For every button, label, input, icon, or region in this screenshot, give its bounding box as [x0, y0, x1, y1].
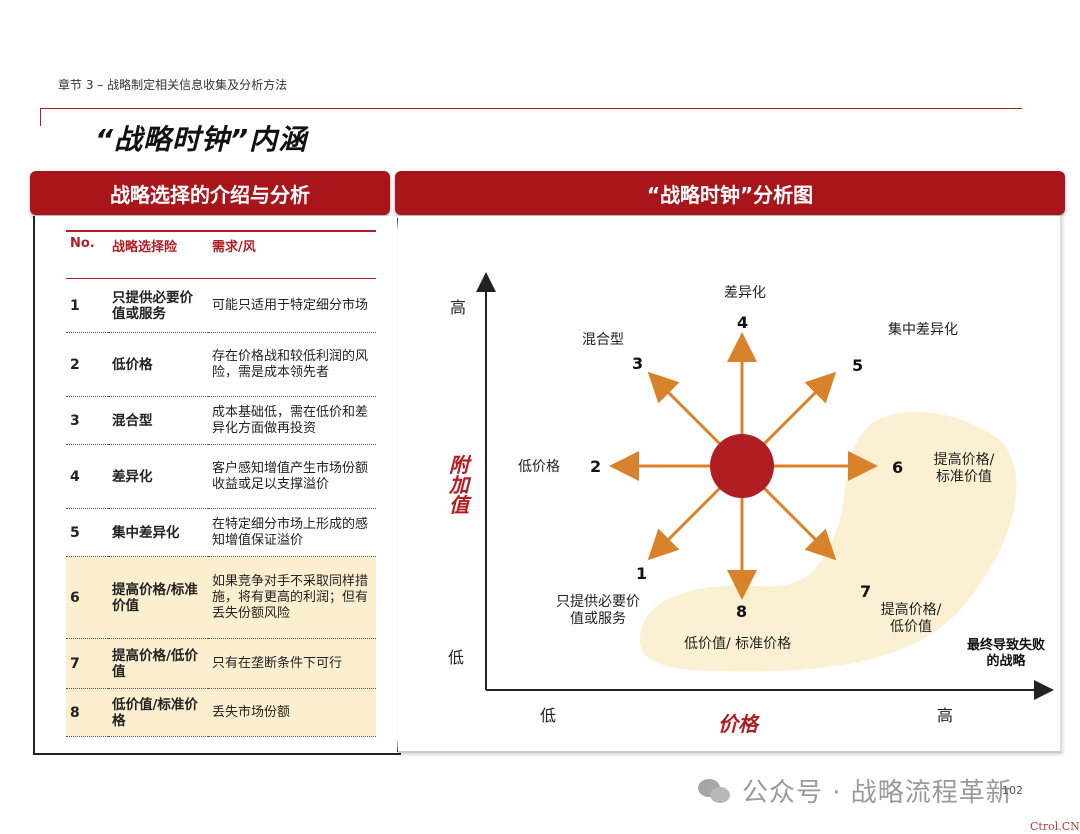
row-no: 6	[66, 556, 108, 639]
clock-hub	[710, 434, 774, 498]
row-strategy: 集中差异化	[108, 508, 208, 557]
chapter-title: 章节 3 – 战略制定相关信息收集及分析方法	[58, 78, 288, 92]
point-label-1: 只提供必要价值或服务	[556, 594, 640, 627]
slide-title: “战略时钟”内涵	[95, 123, 308, 156]
point-number-2: 2	[590, 457, 602, 476]
strategy-table: No. 战略选择险 需求/风 1 只提供必要价值或服务 可能只适用于特定细分市场…	[66, 230, 376, 737]
corner-mark: Ctrol.CN	[1030, 820, 1080, 833]
right-panel-header: “战略时钟”分析图	[395, 171, 1065, 215]
col-header-strategy: 战略选择险	[108, 230, 208, 279]
wechat-icon	[698, 777, 734, 805]
col-header-demand: 需求/风	[208, 230, 376, 279]
x-high-label: 高	[937, 706, 954, 725]
x-axis-title: 价格	[718, 712, 758, 736]
row-strategy: 提高价格/低价值	[108, 638, 208, 689]
header-rule	[40, 108, 1022, 109]
col-header-no: No.	[66, 230, 108, 279]
row-strategy: 低价格	[108, 332, 208, 397]
row-no: 2	[66, 332, 108, 397]
row-no: 1	[66, 278, 108, 333]
table-row: 6 提高价格/标准价值 如果竞争对手不采取同样措施，将有更高的利润；但有丢失份额…	[66, 556, 376, 639]
row-strategy: 提高价格/标准价值	[108, 556, 208, 639]
page-number: 102	[1002, 784, 1023, 797]
row-desc: 在特定细分市场上形成的感知增值保证溢价	[208, 508, 376, 557]
point-number-4: 4	[737, 313, 749, 332]
row-no: 3	[66, 396, 108, 445]
watermark-text: 公众号 · 战略流程革新	[742, 778, 1013, 808]
table-row: 2 低价格 存在价格战和较低利润的风险，需是成本领先者	[66, 332, 376, 397]
row-desc: 如果竞争对手不采取同样措施，将有更高的利润；但有丢失份额风险	[208, 556, 376, 639]
table-row: 1 只提供必要价值或服务 可能只适用于特定细分市场	[66, 278, 376, 333]
point-number-8: 8	[736, 602, 748, 621]
row-strategy: 低价值/标准价格	[108, 688, 208, 737]
point-label-4: 差异化	[724, 285, 766, 301]
row-desc: 成本基础低，需在低价和差异化方面做再投资	[208, 396, 376, 445]
y-low-label: 低	[448, 648, 465, 667]
table-header-row: No. 战略选择险 需求/风	[66, 230, 376, 279]
row-desc: 丢失市场份额	[208, 688, 376, 737]
table-row: 7 提高价格/低价值 只有在垄断条件下可行	[66, 638, 376, 689]
row-no: 8	[66, 688, 108, 737]
row-desc: 客户感知增值产生市场份额收益或足以支撑溢价	[208, 444, 376, 509]
point-label-3: 混合型	[582, 332, 624, 348]
row-desc: 存在价格战和较低利润的风险，需是成本领先者	[208, 332, 376, 397]
row-strategy: 只提供必要价值或服务	[108, 278, 208, 333]
watermark: 公众号 · 战略流程革新	[698, 772, 1013, 809]
row-no: 4	[66, 444, 108, 509]
y-high-label: 高	[450, 298, 467, 317]
header-rule-tick	[40, 108, 41, 126]
row-strategy: 差异化	[108, 444, 208, 509]
point-number-6: 6	[892, 458, 904, 477]
row-no: 5	[66, 508, 108, 557]
point-label-8: 低价值/ 标准价格	[684, 636, 792, 652]
point-label-7: 提高价格/低价值	[880, 602, 942, 635]
row-desc: 只有在垄断条件下可行	[208, 638, 376, 689]
row-strategy: 混合型	[108, 396, 208, 445]
table-row: 8 低价值/标准价格 丢失市场份额	[66, 688, 376, 737]
left-panel-header: 战略选择的介绍与分析	[30, 171, 390, 215]
point-number-3: 3	[632, 354, 644, 373]
x-low-label: 低	[540, 706, 557, 725]
failure-zone	[640, 411, 1017, 672]
y-axis-title: 附加值	[449, 453, 469, 517]
row-desc: 可能只适用于特定细分市场	[208, 278, 376, 333]
row-no: 7	[66, 638, 108, 689]
table-row: 4 差异化 客户感知增值产生市场份额收益或足以支撑溢价	[66, 444, 376, 509]
table-row: 5 集中差异化 在特定细分市场上形成的感知增值保证溢价	[66, 508, 376, 557]
point-number-7: 7	[860, 582, 872, 601]
table-row: 3 混合型 成本基础低，需在低价和差异化方面做再投资	[66, 396, 376, 445]
point-label-5: 集中差异化	[888, 322, 958, 338]
failure-strategy-note: 最终导致失败的战略	[966, 638, 1045, 669]
point-number-5: 5	[852, 356, 864, 375]
point-label-6: 提高价格/标准价值	[933, 452, 995, 485]
point-label-2: 低价格	[518, 459, 560, 475]
point-number-1: 1	[636, 564, 648, 583]
